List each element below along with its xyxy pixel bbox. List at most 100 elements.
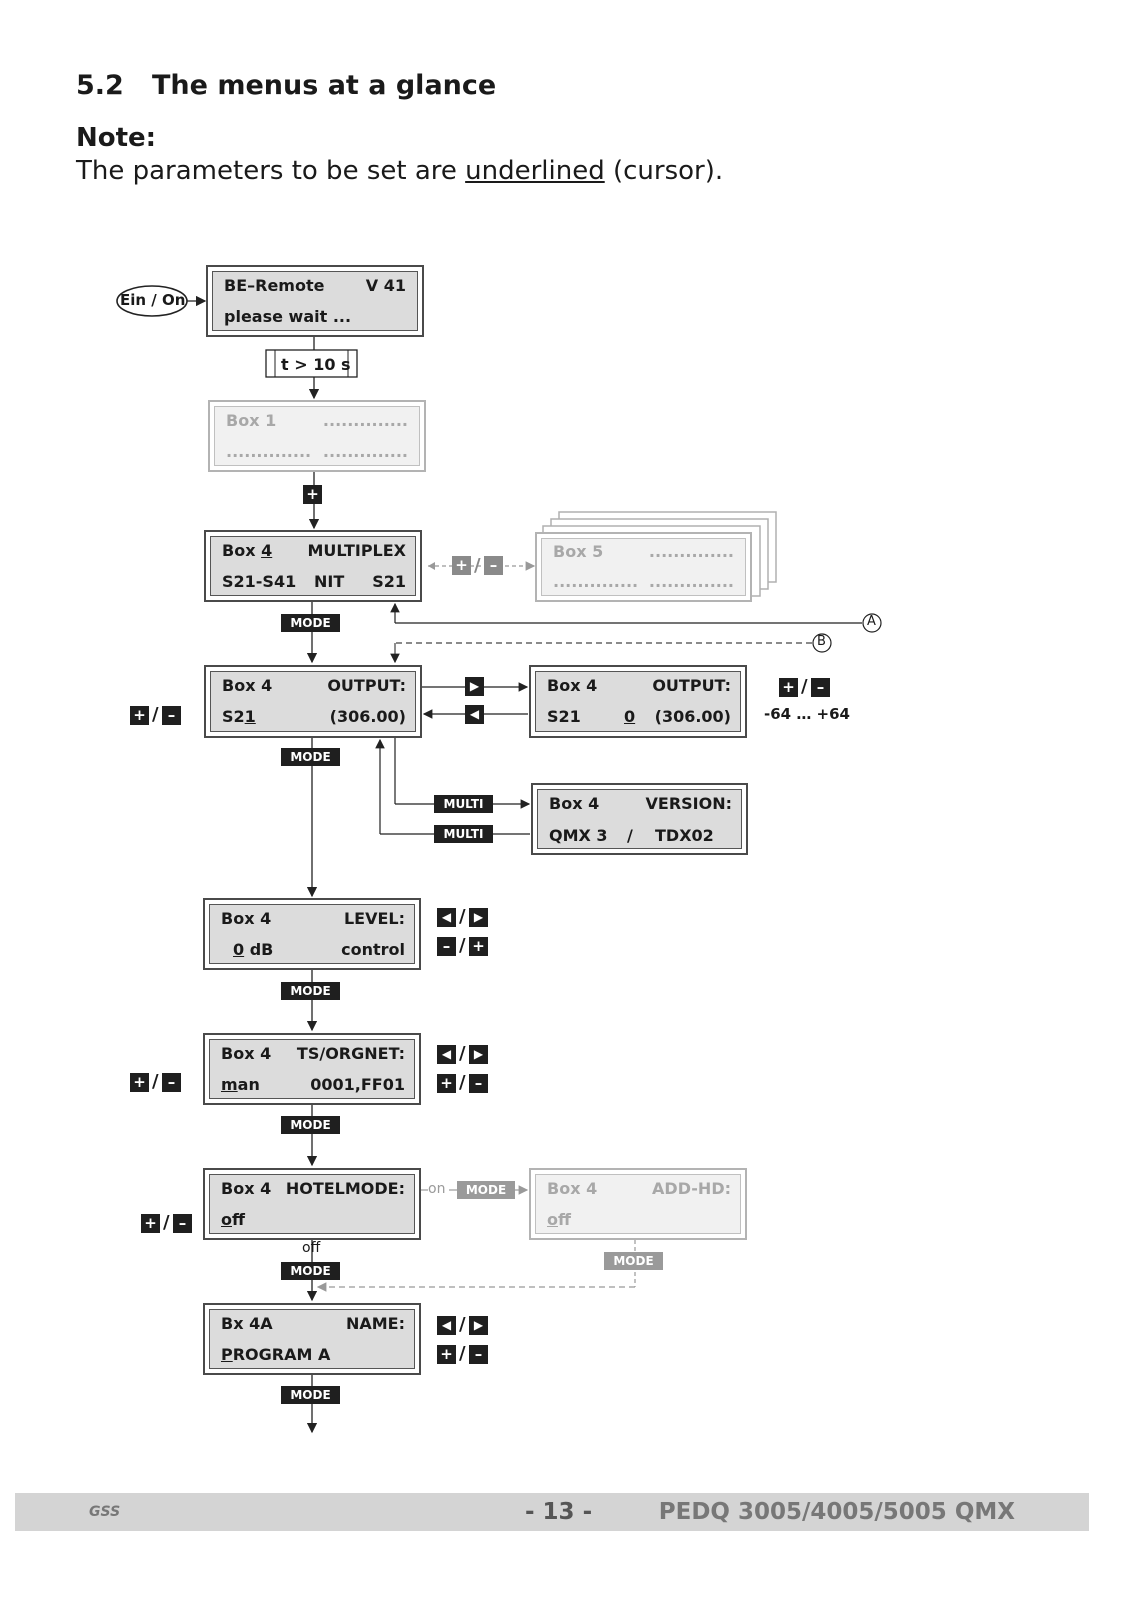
off-label: off <box>302 1240 321 1256</box>
hotel-l1b: HOTELMODE: <box>285 1179 405 1198</box>
name-cursor: P <box>221 1345 233 1364</box>
output2-l2b: (306.00) <box>654 707 731 726</box>
version-l2c: TDX02 <box>655 826 714 845</box>
hotel-cursor: o <box>221 1210 232 1229</box>
output-l2a: S2 <box>222 707 245 726</box>
output2-l1b: OUTPUT: <box>652 676 731 695</box>
plus-key: + <box>779 678 798 697</box>
addhd-l2: off <box>547 1210 571 1229</box>
page-number: - 13 - <box>525 1499 593 1525</box>
name-l2: PROGRAM A <box>221 1345 330 1364</box>
start-line1-left: BE–Remote <box>224 276 325 295</box>
box1-l2b: .............. <box>322 442 408 461</box>
name-l1a: Bx 4A <box>221 1314 273 1333</box>
note-text: The parameters to be set are underlined … <box>76 156 723 186</box>
display-multiplex: Box 4 MULTIPLEX S21-S41 NIT S21 <box>204 530 422 602</box>
right-arrow-key: ▶ <box>469 908 488 927</box>
minus-key: – <box>437 937 456 956</box>
display-start: BE–Remote V 41 please wait ... <box>206 265 424 337</box>
display-box5: Box 5 .............. .............. ....… <box>535 532 752 602</box>
output-l2b: (306.00) <box>329 707 406 726</box>
box1-l1a: Box 1 <box>226 411 277 430</box>
ts-l2b: 0001,FF01 <box>310 1075 405 1094</box>
plus-key-gray: + <box>452 556 471 575</box>
note-text-after: (cursor). <box>604 156 724 186</box>
product-model: PEDQ 3005/4005/5005 QMX <box>658 1499 1015 1525</box>
output2-l1a: Box 4 <box>547 676 598 695</box>
note-text-before: The parameters to be set are <box>76 156 466 186</box>
section-number: 5.2 <box>76 70 124 101</box>
minus-key: – <box>811 678 830 697</box>
display-ts-orgnet: Box 4 TS/ORGNET: man 0001,FF01 <box>203 1033 421 1105</box>
minus-key: – <box>469 1074 488 1093</box>
mode-key-2: MODE <box>281 748 340 766</box>
box5-l1a: Box 5 <box>553 542 604 561</box>
output-l2: S21 <box>222 707 256 726</box>
level-cursor: 0 <box>233 940 245 959</box>
version-l1a: Box 4 <box>549 794 600 813</box>
right-arrow-key: ▶ <box>469 1316 488 1335</box>
hotel-l2: off <box>221 1210 245 1229</box>
marker-b-label: B <box>817 634 826 649</box>
output2-l2a: S21 <box>547 707 581 726</box>
section-title: The menus at a glance <box>152 70 497 101</box>
output-l1a: Box 4 <box>222 676 273 695</box>
start-line1-right: V 41 <box>365 276 406 295</box>
multiplex-cursor: 4 <box>261 541 273 560</box>
name-l1b: NAME: <box>345 1314 405 1333</box>
plus-key: + <box>437 1345 456 1364</box>
display-add-hd: Box 4 ADD-HD: off <box>529 1168 747 1240</box>
multiplex-l2a: S21-S41 <box>222 572 297 591</box>
level-l2a: dB <box>244 940 274 959</box>
multi-key-1: MULTI <box>434 795 493 813</box>
marker-b-circle <box>812 633 832 653</box>
output-cursor: 1 <box>244 707 256 726</box>
minus-key-gray: – <box>484 556 503 575</box>
level-l1a: Box 4 <box>221 909 272 928</box>
display-output-offset: Box 4 OUTPUT: S21 0 (306.00) <box>529 665 747 738</box>
minus-key: – <box>173 1214 192 1233</box>
box1-l2a: .............. <box>226 442 312 461</box>
addhd-l1b: ADD-HD: <box>652 1179 731 1198</box>
marker-a-circle <box>862 613 882 633</box>
slash: / <box>459 1043 466 1064</box>
marker-a-label: A <box>867 614 876 629</box>
box5-l2b: .............. <box>648 572 734 591</box>
addhd-cursor: o <box>547 1210 558 1229</box>
slash: / <box>163 1212 170 1233</box>
hotel-l1a: Box 4 <box>221 1179 272 1198</box>
left-arrow-key: ◀ <box>437 908 456 927</box>
mode-key-gray-2: MODE <box>604 1252 663 1270</box>
plus-key: + <box>303 485 322 504</box>
ts-l2a: an <box>237 1075 260 1094</box>
ein-on-label: Ein / On <box>120 291 186 309</box>
version-l2b: / <box>627 826 633 845</box>
right-arrow-key: ▶ <box>465 677 484 696</box>
level-l2: 0 dB <box>233 940 273 959</box>
section-heading: 5.2 The menus at a glance <box>76 70 496 101</box>
slash-gray: / <box>474 555 481 576</box>
minus-key: – <box>162 1073 181 1092</box>
page-footer: GSS - 13 - PEDQ 3005/4005/5005 QMX <box>15 1493 1089 1531</box>
right-arrow-key: ▶ <box>469 1045 488 1064</box>
multiplex-l1: Box 4 <box>222 541 272 560</box>
level-l2b: control <box>341 940 405 959</box>
plus-key: + <box>141 1214 160 1233</box>
mode-key-gray-1: MODE <box>457 1181 515 1199</box>
multi-key-2: MULTI <box>434 825 493 843</box>
version-l2a: QMX 3 <box>549 826 608 845</box>
mode-key-3: MODE <box>281 982 340 1000</box>
mode-key-4: MODE <box>281 1116 340 1134</box>
left-arrow-key: ◀ <box>437 1045 456 1064</box>
plus-key: + <box>130 1073 149 1092</box>
box1-l1b: .............. <box>322 411 408 430</box>
slash: / <box>801 676 808 697</box>
addhd-l2a: ff <box>558 1210 571 1229</box>
multiplex-l1b: MULTIPLEX <box>307 541 406 560</box>
display-version: Box 4 VERSION: QMX 3 / TDX02 <box>531 783 748 855</box>
multiplex-l2b: NIT <box>314 572 345 591</box>
plus-key: + <box>130 706 149 725</box>
plus-key: + <box>469 937 488 956</box>
timer-label: t > 10 s <box>281 355 351 374</box>
output2-cursor: 0 <box>624 707 635 726</box>
